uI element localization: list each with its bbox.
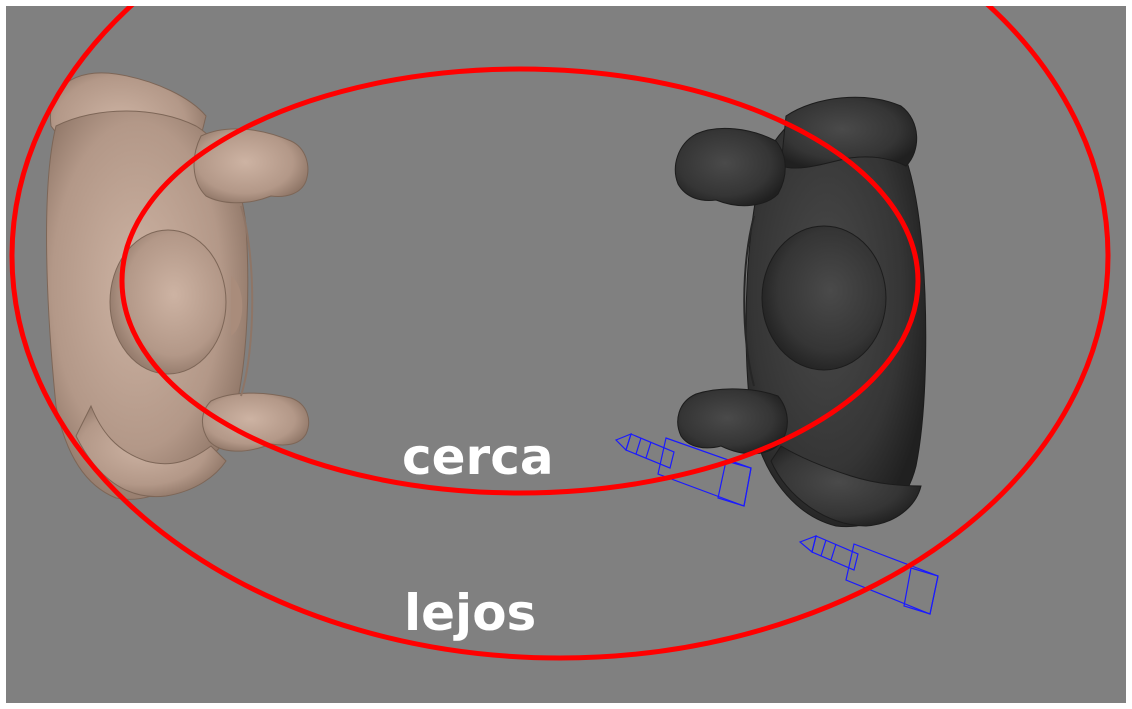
light-figure-upper-hand — [194, 129, 308, 203]
camera-1-lens-ring-1 — [636, 438, 641, 454]
camera-1-lens-tip — [616, 434, 631, 450]
camera-2-body-front — [904, 568, 938, 614]
far-label: lejos — [404, 588, 536, 638]
near-label: cerca — [402, 432, 554, 482]
camera-object-2[interactable] — [800, 536, 938, 614]
camera-2-lens-ring-2 — [831, 544, 836, 560]
camera-2-lens-ring-1 — [821, 540, 826, 556]
light-figure[interactable] — [47, 73, 309, 499]
camera-2-lens — [812, 536, 858, 570]
camera-1-body-front — [718, 461, 751, 506]
dark-figure-upper-hand — [675, 128, 785, 205]
camera-1-lens — [626, 434, 674, 468]
dark-figure[interactable] — [675, 97, 925, 526]
3d-viewport[interactable]: cerca lejos — [6, 6, 1126, 703]
scene-canvas — [6, 6, 1126, 703]
dark-figure-head — [762, 226, 886, 370]
camera-2-lens-tip — [800, 536, 816, 552]
camera-1-lens-ring-2 — [646, 442, 651, 458]
